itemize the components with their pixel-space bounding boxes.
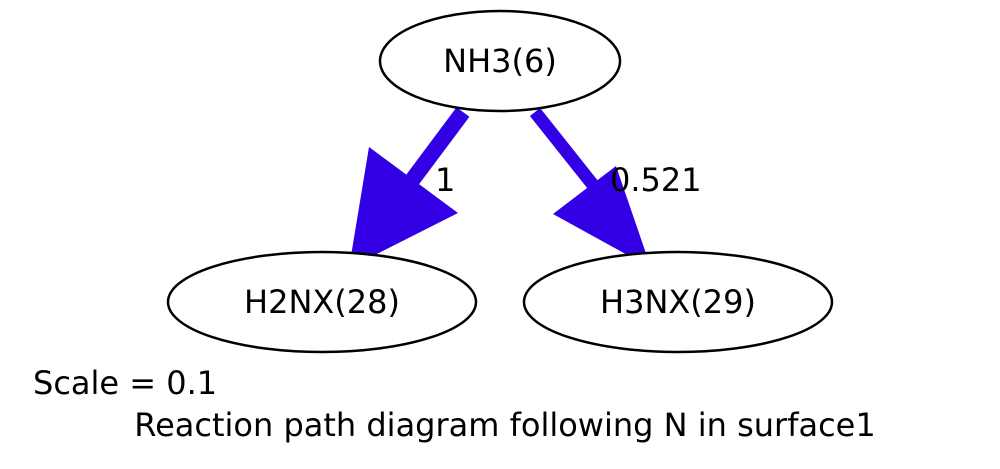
node-label-h3nx: H3NX(29) (600, 283, 756, 321)
node-h3nx[interactable]: H3NX(29) (522, 250, 834, 354)
edge-label-nh3-h2nx: 1 (435, 161, 455, 199)
node-nh3[interactable]: NH3(6) (378, 9, 622, 113)
edge-label-nh3-h3nx: 0.521 (610, 161, 702, 199)
node-label-nh3: NH3(6) (443, 42, 557, 80)
node-ellipse (378, 9, 622, 113)
edge-nh3-to-h3nx: 0.521 (529, 107, 702, 268)
edge-shaft (529, 107, 603, 195)
diagram-title: Reaction path diagram following N in sur… (134, 406, 875, 444)
node-label-h2nx: H2NX(28) (244, 283, 400, 321)
node-ellipse (522, 250, 834, 354)
arrowhead (349, 147, 458, 268)
node-ellipse (166, 250, 478, 354)
arrowhead (553, 166, 651, 268)
node-h2nx[interactable]: H2NX(28) (166, 250, 478, 354)
edge-shaft (403, 107, 470, 188)
scale-caption: Scale = 0.1 (33, 364, 217, 402)
edge-nh3-to-h2nx: 1 (349, 107, 470, 268)
